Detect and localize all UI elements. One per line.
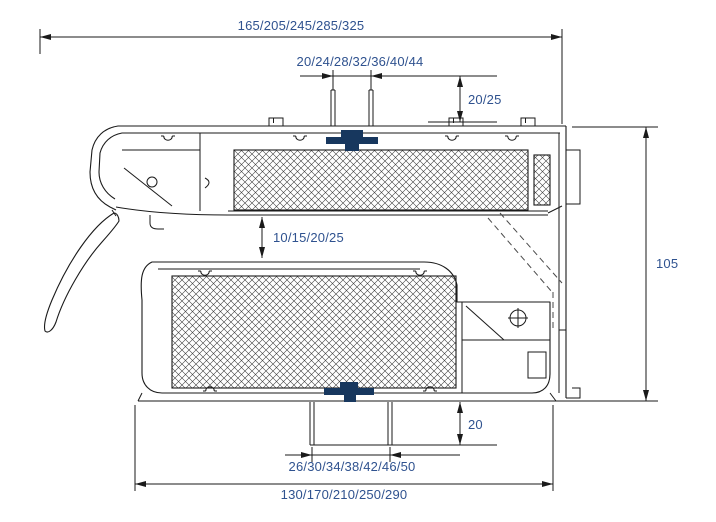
top-clip-foot [345,144,359,151]
dim-top-upstand: 20/25 [428,76,502,123]
head-tab-3 [520,117,536,127]
screw-port-4 [504,135,520,141]
top-clip [326,130,378,151]
insulation-top-main [233,149,529,211]
bottom-fins [309,402,393,445]
dim-label-top-upstand: 20/25 [468,92,502,107]
sash-profile [137,261,580,402]
dim-bottom-slot-width: 26/30/34/38/42/46/50 [285,447,460,474]
dim-top-slot-width: 20/24/28/32/36/40/44 [297,54,497,90]
top-fin-left [330,89,336,126]
insulation-top [233,149,551,211]
sash-port-top-1 [197,270,213,276]
head-tab-1 [268,117,284,127]
sash-outer-contour [140,261,551,394]
ext-line [134,405,554,491]
gasket-attachment [111,209,117,217]
ext-line [39,29,563,124]
head-drip-hook [149,215,164,230]
screw-port-1 [160,135,176,141]
dim-label-overall-width-top: 165/205/245/285/325 [238,18,365,33]
frame-head-profile [89,117,566,230]
ext-line [332,70,372,90]
dim-overall-height: 105 [572,126,678,402]
head-screw-boss [146,176,158,188]
sash-port-top-2 [412,270,428,276]
dashed-line-1 [487,217,553,293]
top-clip-head [341,130,363,138]
top-fin-right [368,89,374,126]
dim-overall-width-bottom: 130/170/210/250/290 [134,405,554,502]
bottom-fin-left [309,402,315,445]
dim-label-bottom-slot-width: 26/30/34/38/42/46/50 [289,459,416,474]
frame-jamb-profile [558,126,581,399]
dim-label-bottom-upstand: 20 [468,417,483,432]
gasket-flap-outline [43,212,120,333]
head-bottom-wall [228,205,563,216]
head-outer-contour [89,125,566,211]
head-bottom-left-edge [115,206,229,216]
dim-label-top-slot-width: 20/24/28/32/36/40/44 [297,54,424,69]
jamb-foot [566,387,581,399]
gasket-flap [43,209,120,333]
sash-bottom-wall [137,392,580,402]
dashed-line-2 [499,212,563,284]
dim-sash-frame-gap: 10/15/20/25 [259,217,344,258]
top-clip-bar [326,137,378,144]
bottom-clip-head [340,382,358,389]
ref-line [572,126,658,402]
head-web-diagonal [123,167,173,207]
insulation-top-side [533,154,551,206]
screw-port-3 [444,135,460,141]
lock-roller-cross [508,308,528,328]
head-hook [204,177,210,189]
dim-label-overall-width-bottom: 130/170/210/250/290 [281,487,408,502]
bottom-fin-right [387,402,393,445]
dim-bottom-upstand: 20 [310,402,497,446]
dim-overall-width-top: 165/205/245/285/325 [39,18,563,124]
bottom-clip-bar [324,388,374,395]
dim-label-gap: 10/15/20/25 [273,230,344,245]
bottom-clip [324,382,374,402]
head-inner-wall [98,132,560,200]
screw-port-2 [292,135,308,141]
hinge-dashed-lines [487,212,563,330]
jamb-fin [566,149,581,205]
lock-block [527,351,547,379]
insulation-bottom [171,275,457,389]
dim-label-overall-height: 105 [656,256,678,271]
bottom-clip-foot [344,395,356,402]
lock-diagonal [465,305,505,341]
top-fins [330,89,374,126]
